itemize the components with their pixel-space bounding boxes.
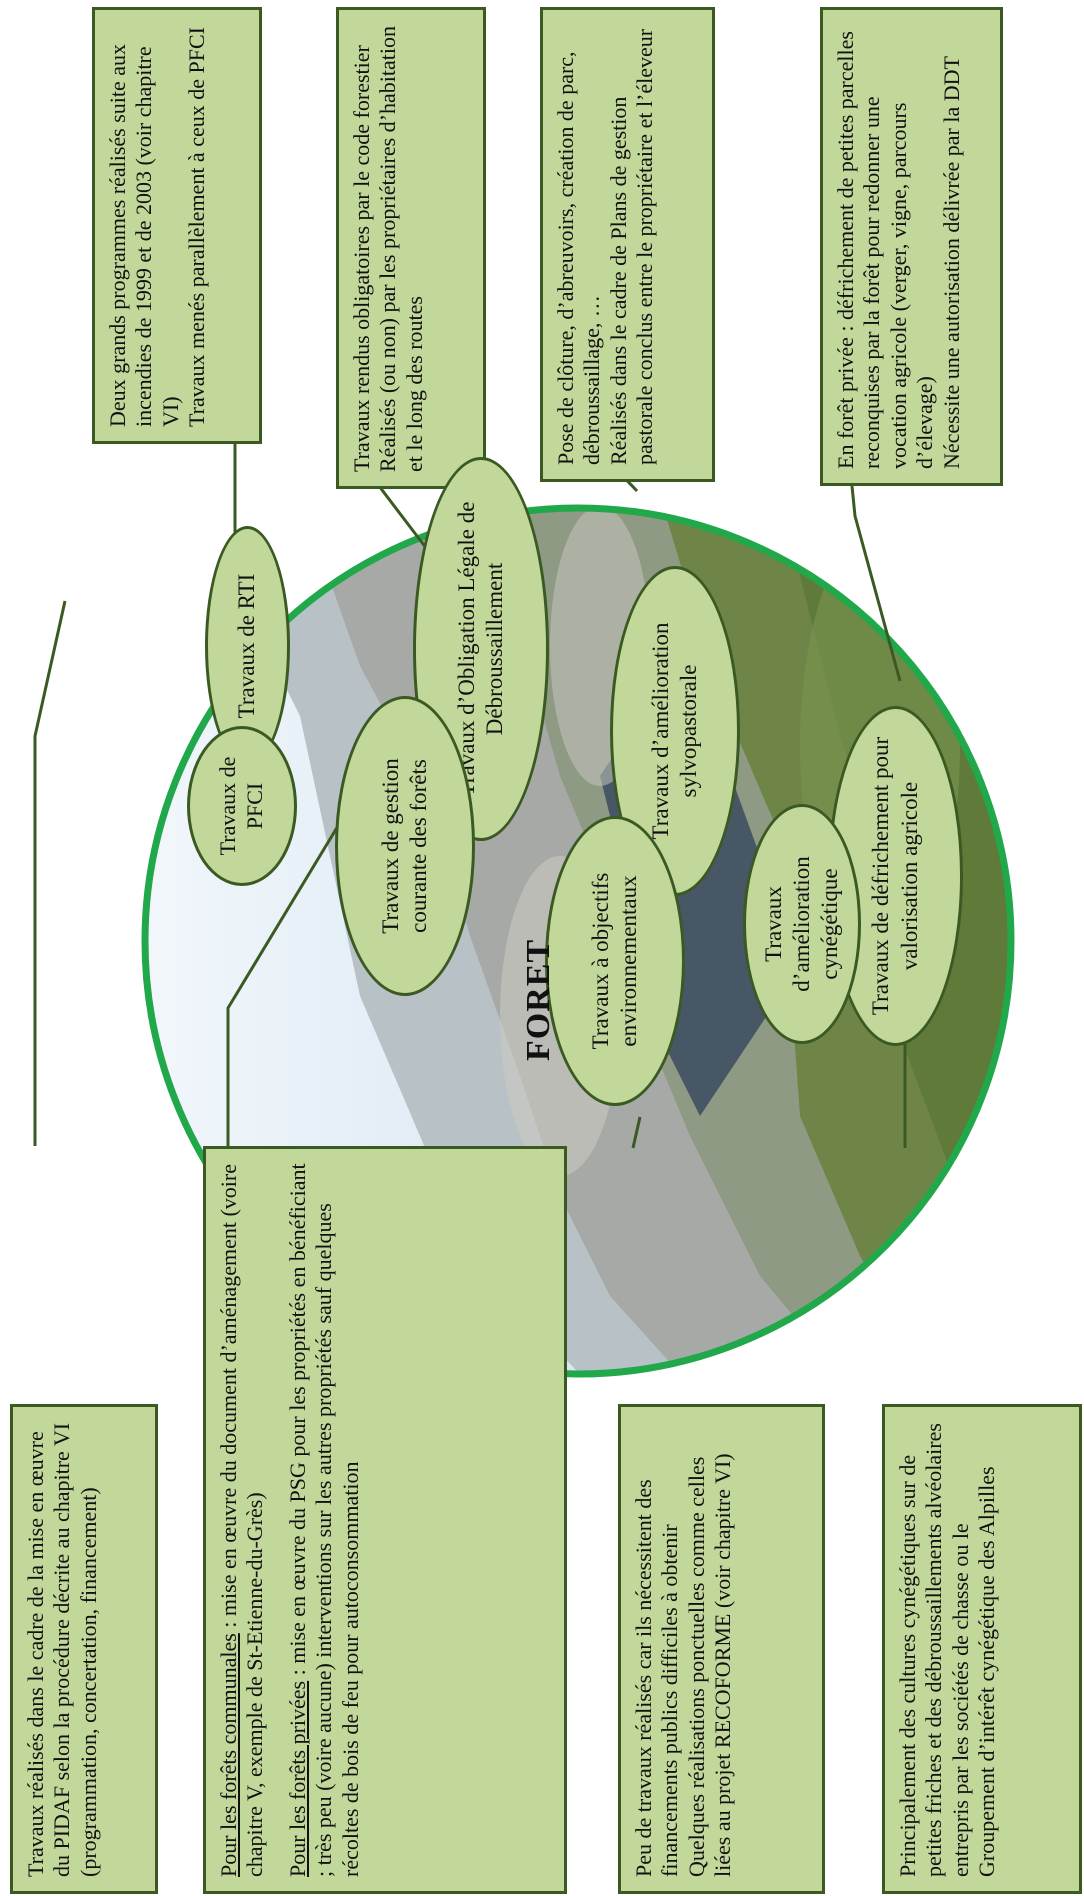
node-cynegetique: Travaux d’amélioration cynégétique (743, 804, 861, 1044)
node-environnementaux: Travaux à objectifs environnementaux (545, 816, 685, 1106)
box-gestion: Pour les forêts communales : mise en œuv… (203, 1146, 567, 1894)
box-defrichement-line1: En forêt privée : défrichement de petite… (833, 31, 938, 469)
box-rti-line1: Deux grands programmes réalisés suite au… (105, 43, 183, 427)
box-cynegetique: Principalement des cultures cynégétiques… (882, 1404, 1082, 1894)
box-environnementaux-line1: Peu de travaux réalisés car ils nécessit… (631, 1479, 683, 1877)
connector-pfci (33, 600, 67, 1146)
box-obligation-line2: Réalisés (ou non) par les propriétaires … (375, 26, 427, 472)
box-rti: Deux grands programmes réalisés suite au… (92, 7, 262, 444)
box-gestion-privees: Pour les forêts privées : mise en œuvre … (285, 1163, 364, 1877)
box-gestion-communales: Pour les forêts communales : mise en œuv… (216, 1163, 269, 1877)
box-pfci: Travaux réalisés dans le cadre de la mis… (10, 1404, 158, 1894)
box-rti-line2: Travaux menés parallèlement à ceux de PF… (184, 27, 210, 427)
node-gestion: Travaux de gestion courante des forêts (335, 696, 475, 996)
box-cynegetique-line1: Principalement des cultures cynégétiques… (895, 1423, 1000, 1877)
box-gestion-privees-label: Pour les forêts privées (284, 1680, 310, 1877)
box-sylvopastorale-line1: Pose de clôture, d’abreuvoirs, création … (553, 51, 605, 465)
center-label: FORET (520, 938, 557, 1061)
box-obligation-line1: Travaux rendus obligatoires par le code … (349, 45, 374, 472)
box-sylvopastorale-line2: Réalisés dans le cadre de Plans de gesti… (605, 28, 658, 465)
box-sylvopastorale: Pose de clôture, d’abreuvoirs, création … (540, 7, 715, 482)
box-obligation: Travaux rendus obligatoires par le code … (336, 7, 486, 489)
node-pfci: Travaux de PFCI (187, 726, 297, 886)
box-environnementaux: Peu de travaux réalisés car ils nécessit… (618, 1404, 825, 1894)
box-defrichement: En forêt privée : défrichement de petite… (820, 7, 1003, 486)
box-environnementaux-line2: Quelques réalisations ponctuelles comme … (683, 1453, 736, 1877)
box-defrichement-line2: Nécessite une autorisation délivrée par … (938, 56, 964, 469)
connector-environnementaux (631, 1116, 642, 1149)
box-pfci-line1: Travaux réalisés dans le cadre de la mis… (23, 1422, 101, 1877)
box-gestion-communales-label: Pour les forêts communales (216, 1633, 241, 1877)
